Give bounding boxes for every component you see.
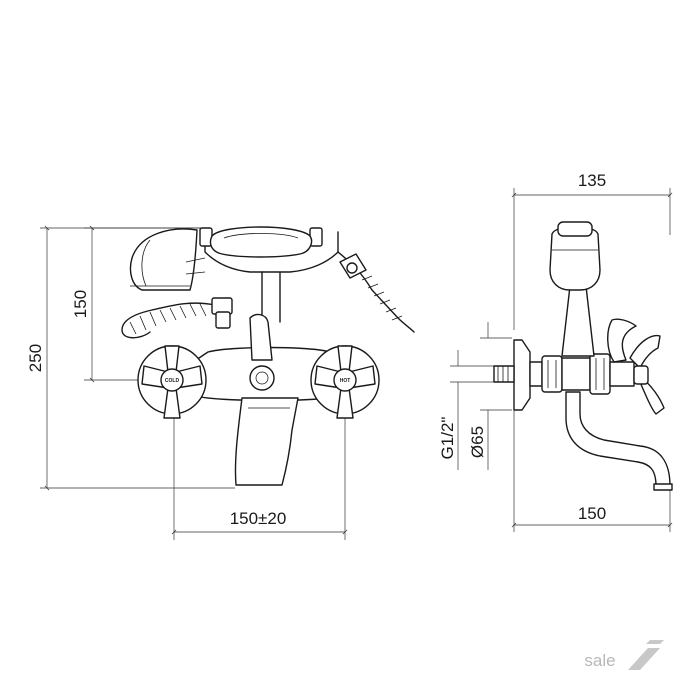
- dim-label-150-horizontal: 150: [578, 504, 606, 523]
- dim-label-thread: G1/2": [438, 417, 457, 460]
- watermark-text: sale: [584, 651, 615, 670]
- dim-label-250: 250: [26, 344, 45, 372]
- watermark-logo-icon: [628, 640, 664, 670]
- watermark: sale: [584, 640, 664, 670]
- hand-shower-head: [129, 228, 206, 291]
- hot-knob: HOT: [310, 345, 380, 419]
- dim-label-150-vertical: 150: [71, 290, 90, 318]
- shower-hose: [121, 251, 415, 339]
- cold-knob: COLD: [137, 345, 207, 419]
- wall-flange: [493, 339, 531, 411]
- dim-depth: 135: [511, 171, 673, 330]
- hot-label: HOT: [340, 378, 351, 384]
- cold-label: COLD: [165, 378, 180, 384]
- front-view: 250 150 150±20: [26, 225, 415, 540]
- side-view: 135 150 G1/2" Ø65: [438, 171, 673, 532]
- dim-label-diameter: Ø65: [468, 426, 487, 458]
- side-riser: [549, 221, 601, 357]
- side-cross-handle: [607, 318, 665, 415]
- dim-spout-reach: 150: [511, 410, 673, 532]
- dim-thread-and-flange: G1/2" Ø65: [438, 322, 512, 470]
- mixer-body: [195, 313, 341, 486]
- dim-label-135: 135: [578, 171, 606, 190]
- shower-cradle: [199, 226, 339, 323]
- side-spout: [565, 391, 673, 491]
- dim-label-150-20: 150±20: [230, 509, 287, 528]
- dim-center-spacing: 150±20: [171, 395, 348, 540]
- side-body: [529, 353, 635, 395]
